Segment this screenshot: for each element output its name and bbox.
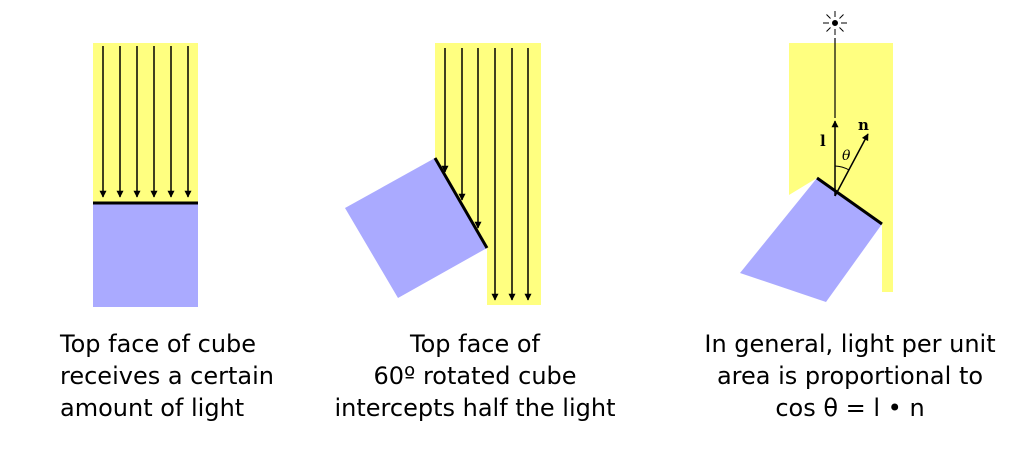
theta-label: θ [842,148,851,164]
caption-line: area is proportional to [716,362,984,390]
caption-panel-3: In general, light per unit area is propo… [695,328,1005,424]
light-beam-region [93,43,198,203]
caption-line: cos θ = l • n [775,394,925,422]
panel-flat-cube [93,43,198,307]
panel-general-case: l n θ [740,11,893,302]
cube-face [93,203,198,307]
light-rays [441,48,532,301]
caption-line: intercepts half the light [334,394,616,422]
normal-vector-label: n [858,116,869,134]
theta-arc [834,165,850,171]
caption-line: In general, light per unit [704,330,996,358]
caption-line: receives a certain [60,362,274,390]
caption-line: Top face of [409,330,540,358]
cube-top-edge [816,176,883,226]
light-source-icon [823,11,847,35]
caption-panel-2: Top face of 60º rotated cube intercepts … [330,328,620,424]
light-vector-label: l [820,132,826,150]
normal-vector-arrow [834,133,869,197]
cube-face [345,158,487,298]
light-beam-region [789,43,893,292]
cube-top-edge [433,157,489,249]
panel-rotated-cube [345,43,541,305]
cube-face [740,178,882,302]
light-diagram: l n θ [93,11,893,307]
caption-line: Top face of cube [60,330,257,358]
caption-line: amount of light [60,394,245,422]
caption-panel-1: Top face of cube receives a certain amou… [60,328,274,424]
light-rays [99,46,192,198]
caption-line: 60º rotated cube [373,362,577,390]
